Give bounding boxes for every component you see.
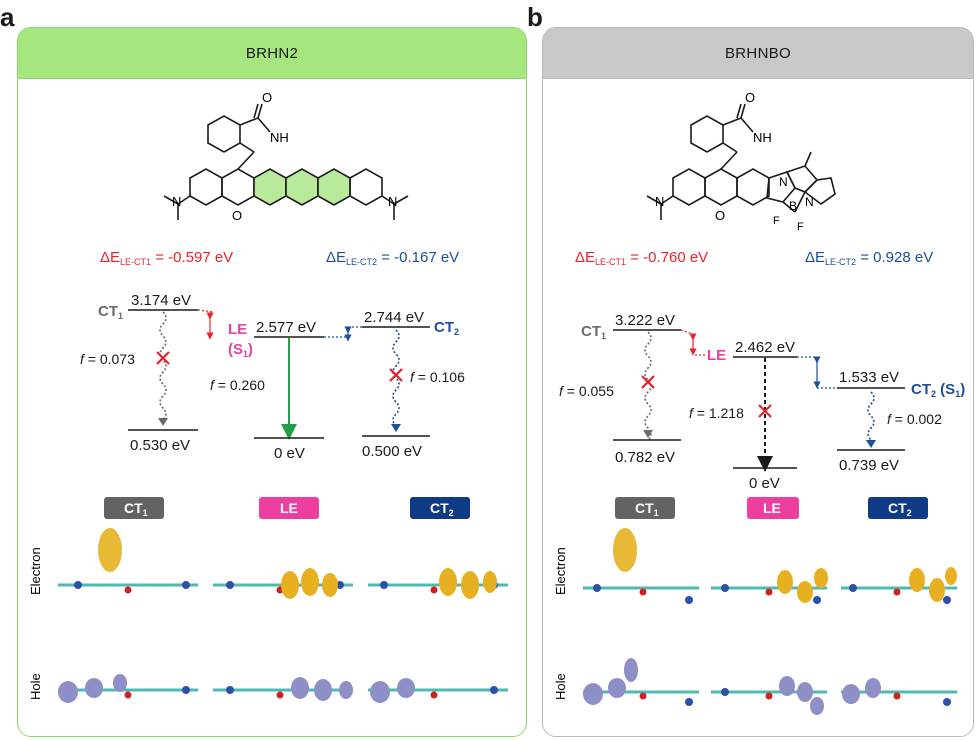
badge-ct1-a <box>104 497 164 519</box>
electron-orbital-ct1-b <box>583 528 699 604</box>
panel-b-diagram: O NH O N N N B F F ΔELE-CT1 = -0.760 eV … <box>553 90 965 715</box>
electron-orbital-ct2-a <box>368 568 508 599</box>
ct2-energy-a: 2.744 eV <box>364 309 424 326</box>
row-label-electron-b: Electron <box>553 547 568 595</box>
forbidden-cross-ct1-a <box>156 351 170 365</box>
ground-ct2-a: 0.500 eV <box>362 443 422 460</box>
ct1-energy-a: 3.174 eV <box>131 292 191 309</box>
ground-ct2-b: 0.739 eV <box>839 457 899 474</box>
le-label-b: LE <box>707 347 726 364</box>
panel-a-diagram: O NH O N N ΔELE-CT1 = -0.597 eV ΔELE-CT2… <box>28 90 508 703</box>
hole-orbital-ct2-b <box>841 678 957 706</box>
badge-ct2-text-b: CT2 <box>888 500 912 518</box>
ct2-label-a: CT2 <box>434 319 459 337</box>
mol-label-b-b: B <box>789 199 797 213</box>
mol-label-o-b: O <box>745 90 755 105</box>
molecule-structure-brhn2 <box>163 103 409 220</box>
ct2-label-b: CT2 (S1) <box>911 381 965 399</box>
badge-ct1-text-a: CT1 <box>124 500 148 518</box>
f-le-b: f = 1.218 <box>689 405 744 421</box>
hole-orbital-le-b <box>711 676 827 715</box>
delta-le-ct1-a: ΔELE-CT1 = -0.597 eV <box>100 249 233 267</box>
panel-b-letter: b <box>527 2 543 32</box>
ct1-transition-b <box>644 331 652 441</box>
mol-label-nh: NH <box>270 130 289 145</box>
hole-orbital-ct1-a <box>58 674 198 703</box>
ground-ct1-a: 0.530 eV <box>130 437 190 454</box>
ct2-transition-b <box>867 391 875 441</box>
badge-ct2-b <box>868 497 928 519</box>
delta-le-ct2-a: ΔELE-CT2 = -0.167 eV <box>326 249 459 267</box>
ct1-connector-a <box>197 309 215 313</box>
molecule-structure-brhnbo <box>646 103 836 220</box>
ct2-transition-a <box>392 329 400 427</box>
hole-orbital-le-a <box>213 677 353 701</box>
le-label-a: LE <box>228 321 247 338</box>
badge-le-a <box>259 497 319 519</box>
ground-le-b: 0 eV <box>749 475 780 492</box>
forbidden-cross-ct2-a <box>389 368 403 382</box>
mol-label-n1: N <box>172 194 181 209</box>
ct1-arrowhead-a <box>158 418 168 426</box>
panel-a: BRHN2 <box>17 27 527 737</box>
f-ct1-b: f = 0.055 <box>559 383 614 399</box>
badge-le-text-a: LE <box>280 500 298 516</box>
panel-a-title: BRHN2 <box>18 28 526 79</box>
mol-label-o2: O <box>232 208 242 223</box>
mol-label-f2-b: F <box>797 221 804 233</box>
badge-ct1-b <box>615 497 675 519</box>
electron-orbital-ct2-b <box>841 567 957 604</box>
f-ct1-a: f = 0.073 <box>80 351 135 367</box>
badge-le-b <box>747 497 799 519</box>
mol-label-n2: N <box>388 194 397 209</box>
ct2-arrowhead-a <box>391 424 401 432</box>
panel-b-title: BRHNBO <box>543 28 973 79</box>
mol-label-f1-b: F <box>773 215 780 227</box>
ground-le-a: 0 eV <box>274 445 305 462</box>
badge-ct2-text-a: CT2 <box>430 500 454 518</box>
ground-ct1-b: 0.782 eV <box>615 449 675 466</box>
electron-orbital-ct1-a <box>58 528 198 594</box>
panel-a-letter: a <box>0 2 15 32</box>
ct1-label-a: CT1 <box>98 303 123 321</box>
electron-orbital-le-a <box>213 568 353 599</box>
mol-label-nh-b: NH <box>753 130 772 145</box>
mol-label-n2-b: N <box>779 175 788 189</box>
ct1-arrowhead-b <box>643 430 653 438</box>
badge-le-text-b: LE <box>763 500 781 516</box>
f-le-a: f = 0.260 <box>210 377 265 393</box>
badge-ct1-text-b: CT1 <box>635 500 659 518</box>
electron-orbital-le-b <box>711 568 828 604</box>
hole-orbital-ct1-b <box>583 658 699 706</box>
ct1-energy-b: 3.222 eV <box>615 312 675 329</box>
ct1-connector-b <box>680 329 694 335</box>
le-energy-b: 2.462 eV <box>735 339 795 356</box>
panel-b: BRHNBO O <box>542 27 974 737</box>
forbidden-cross-ct1-b <box>641 375 655 389</box>
ct1-transition-a <box>159 311 167 421</box>
ct2-energy-b: 1.533 eV <box>839 369 899 386</box>
row-label-hole-a: Hole <box>28 673 43 700</box>
mol-label-o2-b: O <box>715 208 725 223</box>
f-ct2-a: f = 0.106 <box>410 369 465 385</box>
delta-le-ct1-b: ΔELE-CT1 = -0.760 eV <box>575 249 708 267</box>
f-ct2-b: f = 0.002 <box>887 411 942 427</box>
ct1-label-b: CT1 <box>581 323 606 341</box>
mol-label-o: O <box>262 90 272 105</box>
ct2-arrowhead-b <box>866 440 876 448</box>
le-energy-a: 2.577 eV <box>256 319 316 336</box>
badge-ct2-a <box>410 497 470 519</box>
mol-label-n1-b: N <box>655 194 664 209</box>
row-label-hole-b: Hole <box>553 673 568 700</box>
mol-label-n3-b: N <box>805 195 814 209</box>
delta-le-ct2-b: ΔELE-CT2 = 0.928 eV <box>805 249 933 267</box>
hole-orbital-ct2-a <box>368 678 508 703</box>
row-label-electron-a: Electron <box>28 547 43 595</box>
forbidden-cross-le-b <box>758 404 772 418</box>
le-s1-label-a: (S1) <box>228 341 253 359</box>
